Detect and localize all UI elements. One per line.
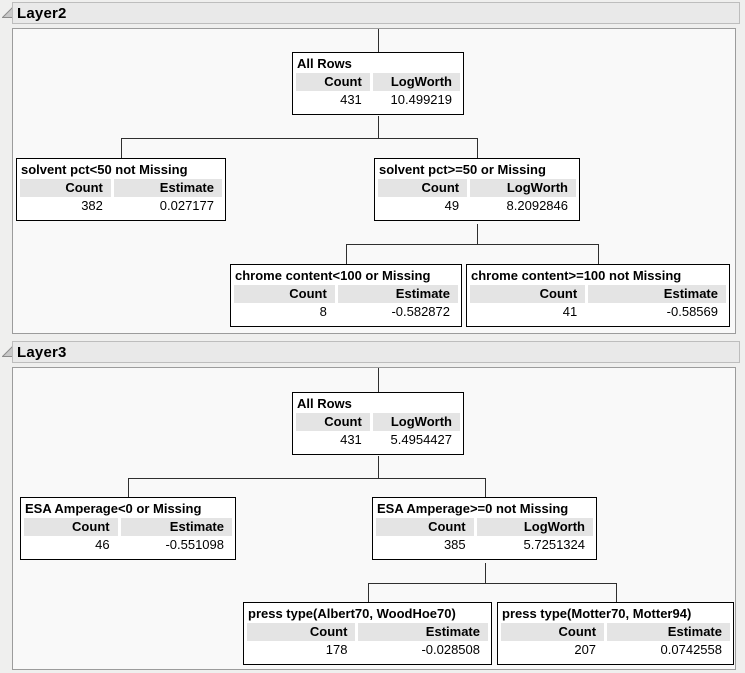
connector-line xyxy=(477,224,478,244)
col-header-stat: Estimate xyxy=(113,179,222,197)
count-value: 431 xyxy=(340,92,362,107)
col-header-count: Count xyxy=(20,179,111,197)
connector-line xyxy=(477,138,478,158)
layer2-title: Layer2 xyxy=(17,4,67,22)
layer3-header[interactable]: Layer3 xyxy=(12,341,740,363)
col-header-count: Count xyxy=(296,73,370,91)
connector-line xyxy=(346,244,598,245)
stat-value: 8.2092846 xyxy=(506,198,568,213)
count-value: 431 xyxy=(340,432,362,447)
node-title: All Rows xyxy=(297,56,352,71)
node-title: solvent pct<50 not Missing xyxy=(21,162,188,177)
connector-line xyxy=(368,583,616,584)
stat-value: 5.4954427 xyxy=(390,432,452,447)
count-value: 385 xyxy=(443,537,466,552)
stat-value: 10.499219 xyxy=(390,92,452,107)
col-header-count: Count xyxy=(376,518,474,536)
connector-line xyxy=(128,478,129,497)
connector-line xyxy=(485,563,486,583)
layer2-header[interactable]: Layer2 xyxy=(12,2,740,24)
tree-node-chrome-ge100[interactable]: chrome content>=100 not Missing Count Es… xyxy=(466,264,730,327)
stat-value: -0.551098 xyxy=(165,537,224,552)
col-header-count: Count xyxy=(247,623,356,641)
connector-line xyxy=(128,478,485,479)
node-title: ESA Amperage>=0 not Missing xyxy=(377,501,569,516)
connector-line xyxy=(346,244,347,264)
count-value: 382 xyxy=(81,198,103,213)
tree-node-all-rows[interactable]: All Rows Count LogWorth 431 10.499219 xyxy=(292,52,464,115)
tree-node-all-rows[interactable]: All Rows Count LogWorth 431 5.4954427 xyxy=(292,392,464,455)
col-header-stat: Estimate xyxy=(120,518,232,536)
connector-line xyxy=(121,138,478,139)
tree-node-chrome-lt100[interactable]: chrome content<100 or Missing Count Esti… xyxy=(230,264,462,327)
node-title: ESA Amperage<0 or Missing xyxy=(25,501,202,516)
layer3-title: Layer3 xyxy=(17,343,67,361)
node-title: chrome content<100 or Missing xyxy=(235,268,431,283)
col-header-stat: LogWorth xyxy=(470,179,576,197)
connector-line xyxy=(485,478,486,497)
node-title: press type(Albert70, WoodHoe70) xyxy=(248,606,456,621)
col-header-stat: Estimate xyxy=(607,623,730,641)
count-value: 178 xyxy=(325,642,348,657)
col-header-stat: Estimate xyxy=(588,285,726,303)
stat-value: -0.58569 xyxy=(666,304,718,319)
connector-line xyxy=(616,583,617,602)
connector-line xyxy=(378,368,379,392)
node-title: chrome content>=100 not Missing xyxy=(471,268,682,283)
connector-line xyxy=(598,244,599,264)
count-value: 49 xyxy=(444,198,460,213)
col-header-stat: LogWorth xyxy=(372,413,460,431)
stat-value: 0.0742558 xyxy=(660,642,722,657)
col-header-stat: Estimate xyxy=(337,285,458,303)
stat-value: 5.7251324 xyxy=(523,537,585,552)
tree-node-solvent-ge50[interactable]: solvent pct>=50 or Missing Count LogWort… xyxy=(374,158,580,221)
node-title: solvent pct>=50 or Missing xyxy=(379,162,546,177)
col-header-count: Count xyxy=(378,179,468,197)
tree-node-esa-lt0[interactable]: ESA Amperage<0 or Missing Count Estimate… xyxy=(20,497,236,560)
node-title: press type(Motter70, Motter94) xyxy=(502,606,692,621)
count-value: 8 xyxy=(319,304,327,319)
count-value: 46 xyxy=(95,537,110,552)
col-header-count: Count xyxy=(470,285,586,303)
connector-line xyxy=(378,116,379,138)
col-header-stat: Estimate xyxy=(358,623,488,641)
col-header-count: Count xyxy=(234,285,335,303)
col-header-count: Count xyxy=(296,413,370,431)
tree-node-solvent-lt50[interactable]: solvent pct<50 not Missing Count Estimat… xyxy=(16,158,226,221)
connector-line xyxy=(378,456,379,478)
col-header-stat: LogWorth xyxy=(372,73,460,91)
count-value: 41 xyxy=(562,304,578,319)
connector-line xyxy=(121,138,122,158)
stat-value: -0.028508 xyxy=(421,642,480,657)
tree-node-esa-ge0[interactable]: ESA Amperage>=0 not Missing Count LogWor… xyxy=(372,497,597,560)
stat-value: 0.027177 xyxy=(159,198,214,213)
connector-line xyxy=(368,583,369,602)
connector-line xyxy=(378,29,379,52)
col-header-count: Count xyxy=(501,623,605,641)
tree-node-press-motter[interactable]: press type(Motter70, Motter94) Count Est… xyxy=(497,602,734,665)
col-header-stat: LogWorth xyxy=(476,518,593,536)
col-header-count: Count xyxy=(24,518,118,536)
count-value: 207 xyxy=(574,642,597,657)
tree-node-press-albert[interactable]: press type(Albert70, WoodHoe70) Count Es… xyxy=(243,602,492,665)
stat-value: -0.582872 xyxy=(391,304,450,319)
node-title: All Rows xyxy=(297,396,352,411)
